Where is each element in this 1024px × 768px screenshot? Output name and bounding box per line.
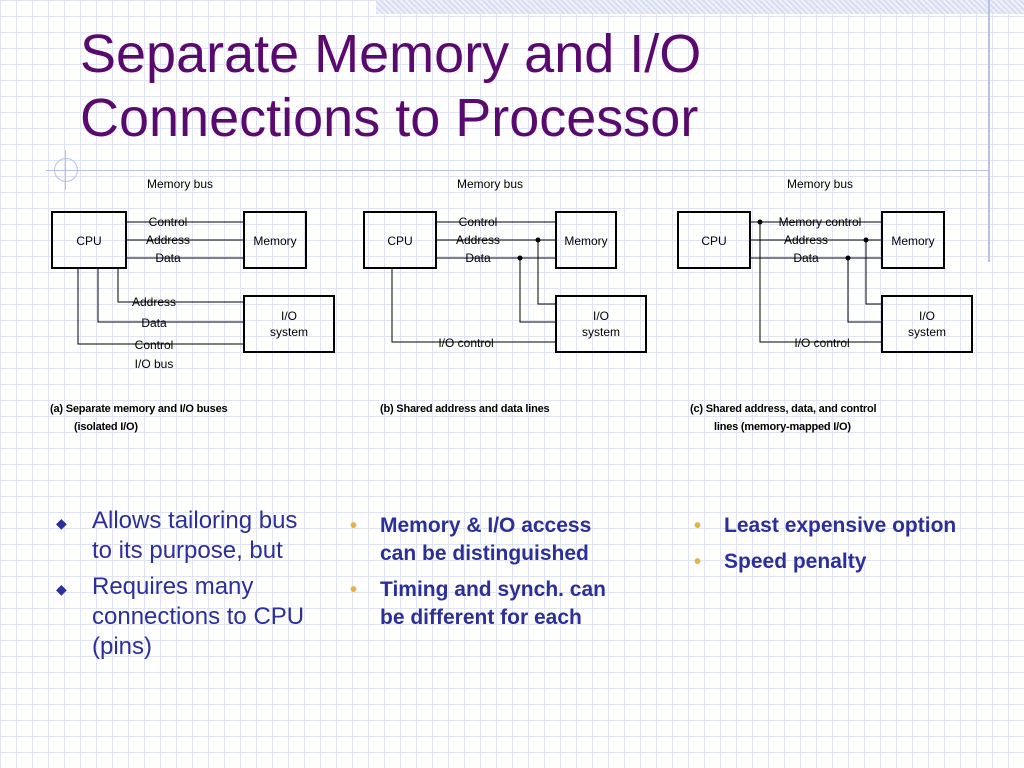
- diagram-a-mem-control: Control: [149, 215, 188, 229]
- diagram-c: Memory bus CPU Memory I/O system Memory …: [677, 177, 973, 353]
- diagram-b-io-label-1: I/O: [593, 309, 609, 323]
- diagram-b-mem-control: Control: [459, 215, 498, 229]
- diamond-bullet-icon: ◆: [56, 581, 67, 597]
- diagram-a-bus-label: Memory bus: [147, 177, 213, 191]
- diagram-c-io-box: [881, 295, 973, 353]
- decorative-top-band: [376, 0, 1024, 14]
- diagram-c-io-label-2: system: [908, 325, 946, 339]
- diagram-b: Memory bus CPU Memory I/O system Control…: [363, 177, 647, 353]
- diamond-bullet-icon: ◆: [56, 515, 67, 531]
- dot-bullet-icon: •: [694, 515, 702, 537]
- slide-title: Separate Memory and I/O Connections to P…: [80, 22, 960, 150]
- diagram-a-io-bus-label: I/O bus: [135, 357, 174, 371]
- bullet-text: Speed penalty: [724, 550, 867, 573]
- diagram-c-cpu-label: CPU: [701, 234, 726, 248]
- caption-c: (c) Shared address, data, and control li…: [690, 400, 877, 436]
- diagram-c-mem-control: Memory control: [779, 215, 862, 229]
- diagram-a-io-address: Address: [132, 295, 176, 309]
- caption-a-line-2: (isolated I/O): [74, 421, 138, 433]
- dot-bullet-icon: •: [350, 579, 358, 601]
- diagram-a-io-control: Control: [135, 338, 174, 352]
- diagram-a: Memory bus CPU Memory I/O system Control…: [51, 177, 335, 371]
- diagram-a-io-label-1: I/O: [281, 309, 297, 323]
- dot-bullet-icon: •: [694, 551, 702, 573]
- bullet-item: ◆ Requires many connections to CPU (pins): [56, 572, 306, 662]
- caption-b: (b) Shared address and data lines: [380, 400, 550, 418]
- diagram-a-mem-address: Address: [146, 233, 190, 247]
- bullet-item: • Least expensive option: [694, 512, 974, 540]
- decorative-horizontal-rule: [46, 170, 990, 171]
- bullet-item: • Timing and synch. can be different for …: [350, 576, 630, 632]
- bullet-text: Timing and synch. can be different for e…: [380, 578, 606, 629]
- bullet-item: • Memory & I/O access can be distinguishe…: [350, 512, 630, 568]
- caption-a: (a) Separate memory and I/O buses (isola…: [50, 400, 228, 436]
- bullet-item: ◆ Allows tailoring bus to its purpose, bu…: [56, 506, 306, 566]
- diagram-b-mem-data: Data: [465, 251, 491, 265]
- bullet-text: Memory & I/O access can be distinguished: [380, 514, 592, 565]
- diagram-b-bus-label: Memory bus: [457, 177, 523, 191]
- bullet-text: Requires many connections to CPU (pins): [92, 573, 305, 660]
- diagram-a-memory-label: Memory: [253, 234, 296, 248]
- diagram-c-memory-label: Memory: [891, 234, 934, 248]
- diagram-b-cpu-label: CPU: [387, 234, 412, 248]
- caption-c-line-1: (c) Shared address, data, and control: [690, 403, 877, 415]
- diagram-b-memory-label: Memory: [564, 234, 607, 248]
- diagram-c-mem-address: Address: [784, 233, 828, 247]
- bullet-list-b: • Memory & I/O access can be distinguishe…: [350, 512, 630, 640]
- diagram-b-io-box: [555, 295, 647, 353]
- bullet-text: Allows tailoring bus to its purpose, but: [92, 507, 298, 564]
- decorative-vertical-rule: [988, 0, 990, 262]
- diagram-c-io-control: I/O control: [794, 336, 849, 350]
- diagram-c-mem-data: Data: [793, 251, 819, 265]
- diagram-a-mem-data: Data: [155, 251, 181, 265]
- diagram-b-mem-address: Address: [456, 233, 500, 247]
- diagram-c-io-label-1: I/O: [919, 309, 935, 323]
- decorative-circle: [54, 158, 78, 182]
- bullet-text: Least expensive option: [724, 514, 957, 537]
- bus-diagrams: Memory bus CPU Memory I/O system Control…: [51, 177, 973, 371]
- caption-c-line-2: lines (memory-mapped I/O): [714, 421, 851, 433]
- diagram-a-io-label-2: system: [270, 325, 308, 339]
- bullet-list-a: ◆ Allows tailoring bus to its purpose, bu…: [56, 506, 306, 668]
- diagram-c-bus-label: Memory bus: [787, 177, 853, 191]
- diagram-a-io-box: [243, 295, 335, 353]
- diagram-a-io-data: Data: [141, 316, 167, 330]
- title-line-2: Connections to Processor: [80, 88, 699, 148]
- dot-bullet-icon: •: [350, 515, 358, 537]
- bullet-list-c: • Least expensive option • Speed penalty: [694, 512, 974, 584]
- bullet-item: • Speed penalty: [694, 548, 974, 576]
- title-line-1: Separate Memory and I/O: [80, 24, 702, 84]
- diagram-b-io-control: I/O control: [438, 336, 493, 350]
- caption-b-line-1: (b) Shared address and data lines: [380, 403, 550, 415]
- caption-a-line-1: (a) Separate memory and I/O buses: [50, 403, 228, 415]
- diagram-b-io-label-2: system: [582, 325, 620, 339]
- diagram-a-cpu-label: CPU: [76, 234, 101, 248]
